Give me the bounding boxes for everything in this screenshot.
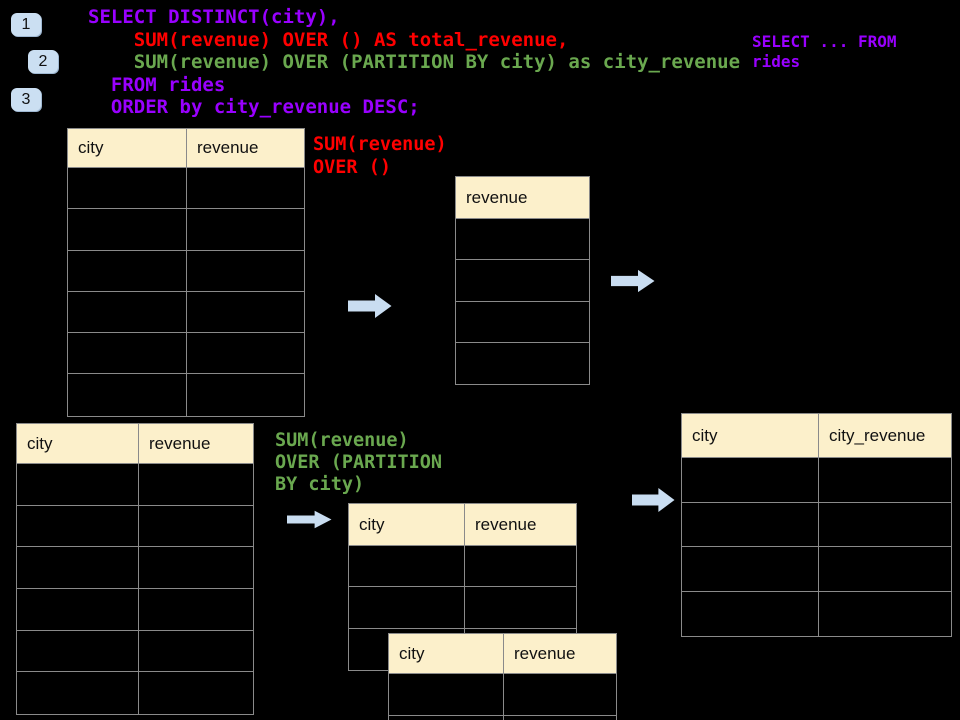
table-row [17, 547, 253, 590]
table-row [456, 260, 589, 302]
step-badge-3: 3 [11, 88, 41, 111]
table-row [17, 589, 253, 631]
table-header: city revenue [349, 504, 576, 546]
table-row [68, 168, 304, 210]
step-badge-2: 2 [28, 50, 58, 73]
source-table-top: city revenue [67, 128, 305, 417]
table-row [389, 716, 616, 720]
table-row [349, 546, 576, 588]
arrow-right-shape [611, 269, 655, 293]
arrow-right-icon [287, 510, 332, 529]
table-row [682, 458, 951, 503]
annotation-partition-window: SUM(revenue) OVER (PARTITION BY city) [275, 430, 443, 495]
sql-line-select: SELECT DISTINCT(city), [88, 6, 340, 28]
header-cell-city: city [27, 433, 53, 453]
table-header: city city_revenue [682, 414, 951, 458]
table-row [456, 342, 589, 385]
header-cell-city: city [399, 643, 425, 663]
header-cell-city: city [359, 514, 385, 534]
table-row [68, 250, 304, 292]
arrow-right-shape [287, 510, 332, 529]
table-row [17, 505, 253, 548]
sql-aside-note: SELECT ... FROM rides [752, 32, 897, 71]
table-header: city revenue [389, 634, 616, 674]
table-row [68, 374, 304, 416]
annotation-total-window: SUM(revenue) OVER () [313, 134, 447, 178]
header-cell-city: city [78, 138, 104, 157]
arrow-right-shape [632, 488, 675, 512]
header-cell-city-revenue: city_revenue [818, 414, 951, 457]
table-row [682, 547, 951, 592]
arrow-right-icon [611, 269, 655, 293]
table-row [17, 464, 253, 506]
sql-line-from: FROM rides [88, 73, 226, 96]
sql-code-block: SELECT DISTINCT(city), SUM(revenue) OVER… [88, 6, 740, 119]
table-row [68, 209, 304, 251]
header-cell-revenue: revenue [186, 129, 304, 167]
table-row [389, 674, 616, 716]
step-badge-1: 1 [11, 13, 41, 36]
table-header: city revenue [68, 129, 304, 168]
header-cell-revenue: revenue [466, 187, 528, 207]
partition-table-back: city revenue [388, 633, 617, 720]
sql-line-order-by: ORDER by city_revenue DESC; [88, 96, 420, 118]
sql-line-total-revenue: SUM(revenue) OVER () AS total_revenue, [88, 28, 569, 51]
table-header: city revenue [17, 424, 253, 464]
header-cell-revenue: revenue [138, 424, 253, 463]
table-row [456, 219, 589, 261]
header-cell-city: city [692, 425, 718, 445]
arrow-right-icon [632, 488, 675, 512]
header-cell-revenue: revenue [503, 634, 616, 673]
table-row [682, 591, 951, 636]
arrow-right-shape [348, 294, 392, 318]
table-row [349, 587, 576, 629]
table-row [682, 502, 951, 547]
result-table: city city_revenue [681, 413, 952, 637]
table-header: revenue [456, 177, 589, 219]
table-row [68, 291, 304, 334]
total-revenue-table: revenue [455, 176, 590, 386]
table-row [17, 630, 253, 673]
table-row [17, 672, 253, 715]
arrow-right-icon [348, 294, 392, 318]
source-table-bottom: city revenue [16, 423, 254, 716]
table-row [68, 333, 304, 375]
header-cell-revenue: revenue [464, 504, 576, 545]
sql-line-city-revenue: SUM(revenue) OVER (PARTITION BY city) as… [88, 51, 741, 73]
table-row [456, 301, 589, 343]
